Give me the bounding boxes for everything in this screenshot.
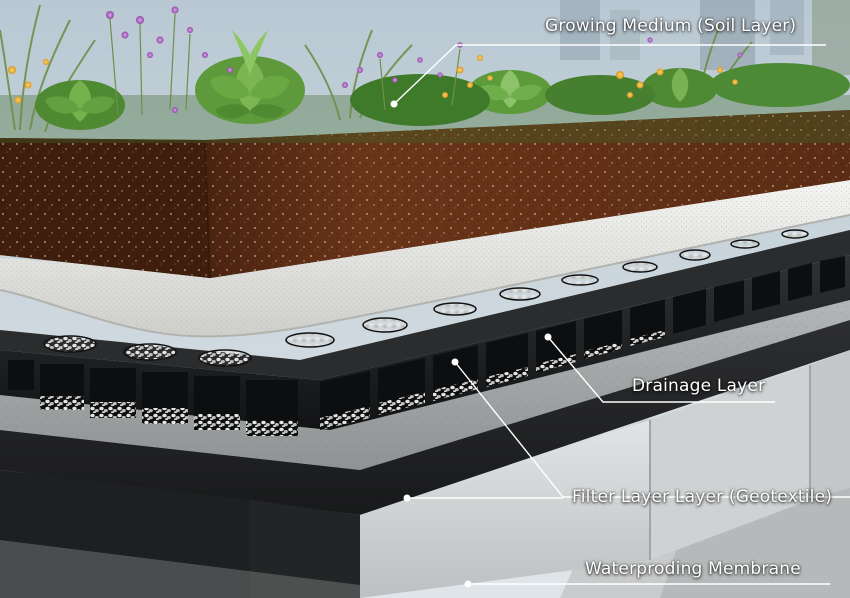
callout-label-drainage-layer: Drainage Layer [632, 376, 766, 396]
soil-layer [0, 110, 850, 279]
callout-label-waterproofing-membrane: Waterproding Membrane [585, 559, 801, 579]
succulent-rosette-2 [35, 80, 125, 130]
callout-dot-drainage [544, 333, 552, 341]
callout-dot-growing [390, 100, 398, 108]
callout-label-growing-medium: Growing Medium (Soil Layer) [545, 16, 797, 36]
callout-dot-membrane [464, 580, 472, 588]
waterproofing-membrane-front-left [0, 470, 250, 598]
purple-flowers [106, 6, 743, 113]
callout-dots [390, 100, 552, 588]
geotextile-fabric [0, 175, 850, 338]
callout-dot-filter [451, 358, 459, 366]
waterproofing-membrane-top [0, 320, 850, 515]
callout-dot-filter-2 [403, 494, 411, 502]
concrete-block-front [360, 420, 650, 598]
succulent-rosette-1 [195, 30, 305, 124]
callout-label-filter-layer: Filter Layer Layer (Geotextile) [572, 487, 833, 507]
city-skyline [560, 0, 850, 75]
callout-line-drainage [547, 336, 775, 403]
concrete-block-front-2 [650, 365, 810, 560]
callout-line-growing [393, 44, 826, 105]
callout-leaders [393, 44, 850, 585]
yellow-flowers [8, 55, 738, 104]
succulent-rosette-4 [642, 68, 718, 108]
plants [0, 4, 850, 143]
callout-line-filter [454, 361, 850, 498]
